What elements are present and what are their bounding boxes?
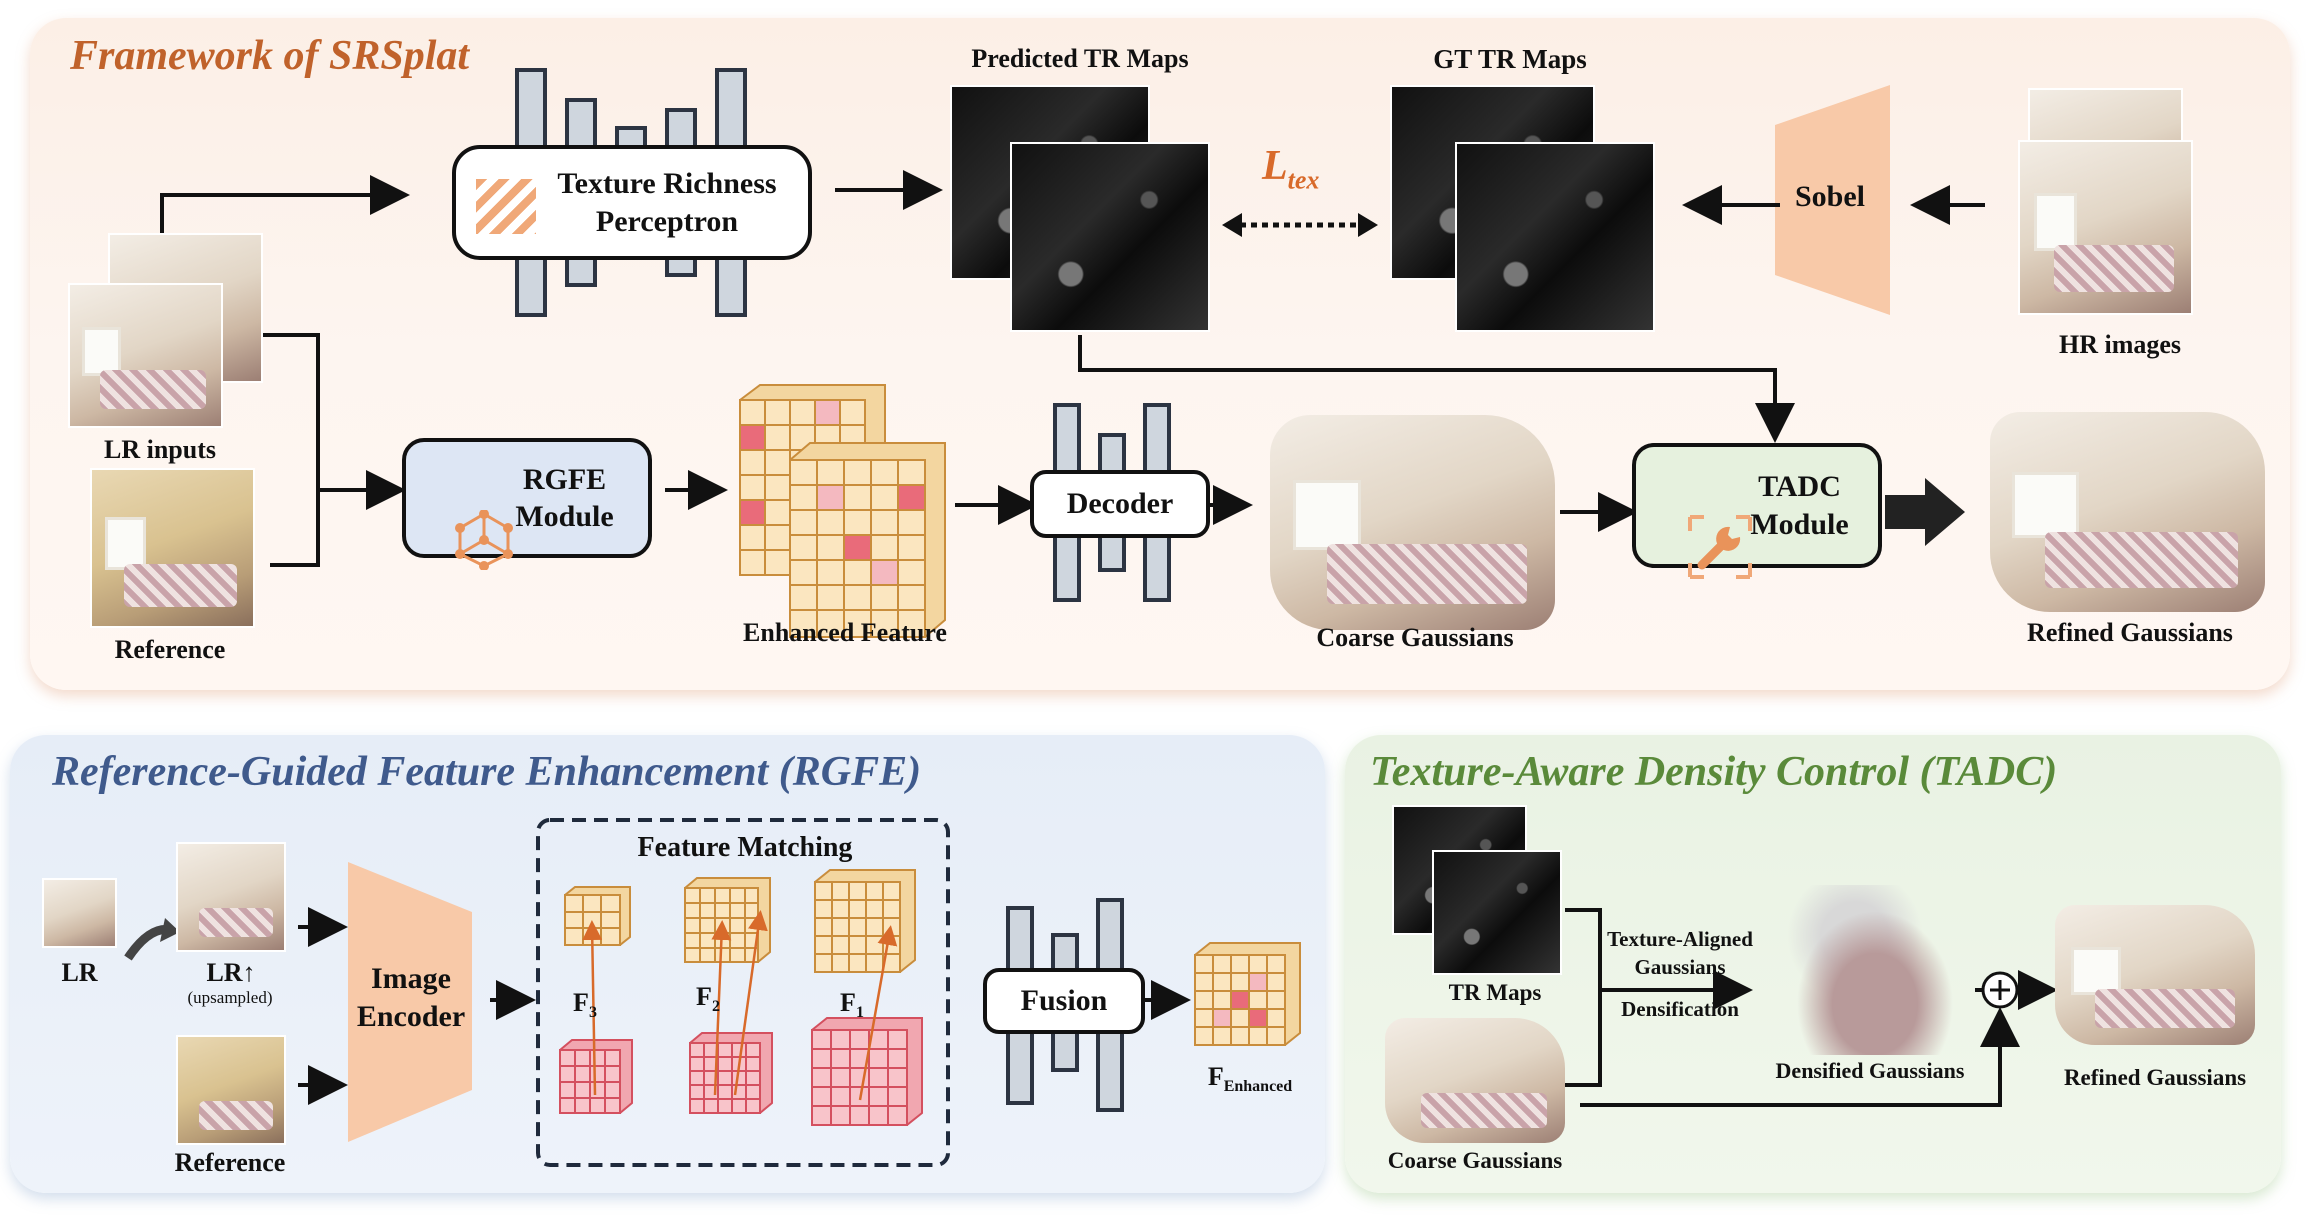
image-encoder-label: Image Encoder bbox=[356, 962, 466, 1033]
rgfe-reference-image bbox=[176, 1035, 286, 1145]
predicted-tr-map-front bbox=[1010, 142, 1210, 332]
texture-richness-perceptron: Texture Richness Perceptron bbox=[452, 145, 812, 260]
lr-up-label: LR↑ bbox=[206, 958, 256, 987]
densified-gaussians-render bbox=[1775, 885, 1975, 1055]
ref-feature-cubes bbox=[564, 869, 916, 973]
wrench-icon bbox=[1656, 475, 1752, 579]
f-enhanced-label: FEnhanced bbox=[1207, 1062, 1293, 1096]
lr-label: LR bbox=[61, 958, 98, 987]
framework-title: Framework of SRSplat bbox=[70, 33, 470, 79]
lr-feature-cubes bbox=[559, 1017, 923, 1126]
enhanced-feature-cubes bbox=[739, 384, 946, 638]
trp-label: Texture Richness Perceptron bbox=[557, 167, 777, 238]
feature-matching-box bbox=[536, 818, 950, 1167]
densified-gaussians-label: Densified Gaussians bbox=[1775, 1058, 1965, 1083]
graph-network-icon bbox=[424, 472, 513, 571]
lr-inputs-label: LR inputs bbox=[104, 435, 216, 464]
block-arrow bbox=[1885, 478, 1965, 546]
refined-gaussians-label: Refined Gaussians bbox=[2027, 618, 2233, 647]
tadc-module: TADC Module bbox=[1632, 443, 1882, 579]
rgfe-title: Reference-Guided Feature Enhancement (RG… bbox=[52, 749, 922, 795]
f1-label: F1 bbox=[840, 988, 864, 1022]
f3-label: F3 bbox=[573, 988, 597, 1022]
hr-images-label: HR images bbox=[2058, 330, 2182, 359]
coarse-gaussians-render bbox=[1270, 415, 1555, 630]
decoder-box: Decoder bbox=[1030, 470, 1210, 538]
tadc-refined-gaussians bbox=[2055, 905, 2255, 1045]
tadc-tr-map-front bbox=[1432, 850, 1562, 975]
upsampled-label: (upsampled) bbox=[187, 988, 273, 1007]
gt-tr-label: GT TR Maps bbox=[1433, 44, 1587, 74]
enhanced-feature-label: Enhanced Feature bbox=[743, 618, 947, 647]
f2-label: F2 bbox=[696, 982, 720, 1016]
densification-label: Densification bbox=[1621, 997, 1739, 1021]
feature-matching-label: Feature Matching bbox=[637, 832, 853, 863]
fusion-box: Fusion bbox=[983, 968, 1145, 1034]
trp-hatch-icon bbox=[476, 179, 536, 234]
gt-tr-map-front bbox=[1455, 142, 1655, 332]
reference-label: Reference bbox=[114, 635, 226, 664]
lr-upsampled-image bbox=[176, 842, 286, 952]
tadc-coarse-gaussians bbox=[1385, 1018, 1565, 1143]
lr-small-image bbox=[42, 878, 117, 948]
sobel-trapezoid bbox=[1775, 85, 1890, 315]
rgfe-reference-label: Reference bbox=[174, 1148, 286, 1177]
reference-image bbox=[90, 468, 255, 628]
tadc-refined-label: Refined Gaussians bbox=[2063, 1065, 2247, 1090]
tadc-module-label: TADC Module bbox=[1750, 470, 1849, 541]
encoder-trapezoid bbox=[348, 862, 472, 1142]
loss-label: Ltex bbox=[1262, 143, 1320, 195]
tadc-tr-maps-label: TR Maps bbox=[1448, 980, 1542, 1005]
predicted-tr-label: Predicted TR Maps bbox=[971, 44, 1189, 73]
f-enhanced-cube bbox=[1194, 942, 1301, 1046]
texture-aligned-label: Texture-Aligned Gaussians bbox=[1607, 927, 1753, 980]
hr-image-front bbox=[2018, 140, 2193, 315]
tadc-title: Texture-Aware Density Control (TADC) bbox=[1370, 749, 2058, 795]
rgfe-module: RGFE Module bbox=[402, 438, 652, 571]
lr-input-image-front bbox=[68, 283, 223, 428]
rgfe-module-label: RGFE Module bbox=[515, 462, 614, 534]
sobel-label: Sobel bbox=[1794, 180, 1866, 213]
tadc-coarse-label: Coarse Gaussians bbox=[1387, 1148, 1563, 1173]
coarse-gaussians-label: Coarse Gaussians bbox=[1316, 623, 1514, 652]
refined-gaussians-render bbox=[1990, 412, 2265, 612]
